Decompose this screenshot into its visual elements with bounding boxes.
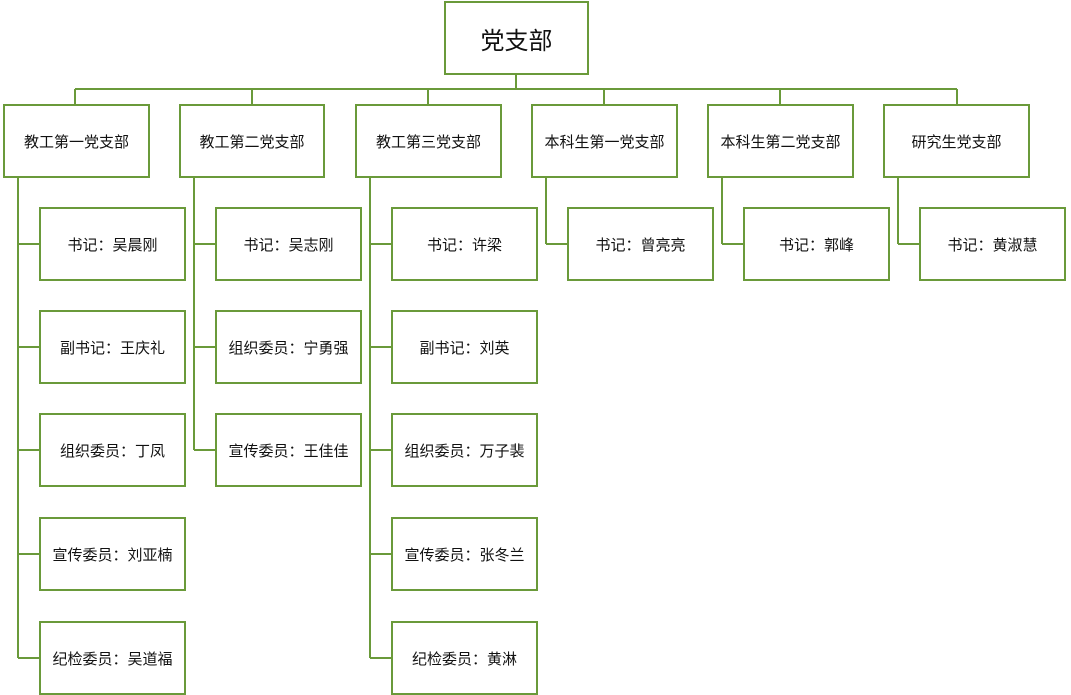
member-node: 组织委员：万子裴 bbox=[391, 413, 538, 487]
branch-node: 教工第三党支部 bbox=[355, 104, 502, 178]
member-node: 副书记：王庆礼 bbox=[39, 310, 186, 384]
member-node: 书记：许梁 bbox=[391, 207, 538, 281]
member-node: 组织委员：宁勇强 bbox=[215, 310, 362, 384]
branch-node: 研究生党支部 bbox=[883, 104, 1030, 178]
member-node: 书记：吴志刚 bbox=[215, 207, 362, 281]
member-node: 书记：黄淑慧 bbox=[919, 207, 1066, 281]
member-node: 副书记：刘英 bbox=[391, 310, 538, 384]
member-node: 宣传委员：刘亚楠 bbox=[39, 517, 186, 591]
branch-node: 教工第一党支部 bbox=[3, 104, 150, 178]
root-node: 党支部 bbox=[444, 1, 589, 75]
member-node: 组织委员：丁凤 bbox=[39, 413, 186, 487]
member-node: 宣传委员：王佳佳 bbox=[215, 413, 362, 487]
member-node: 书记：郭峰 bbox=[743, 207, 890, 281]
branch-node: 本科生第一党支部 bbox=[531, 104, 678, 178]
member-node: 书记：曾亮亮 bbox=[567, 207, 714, 281]
member-node: 书记：吴晨刚 bbox=[39, 207, 186, 281]
branch-node: 本科生第二党支部 bbox=[707, 104, 854, 178]
member-node: 宣传委员：张冬兰 bbox=[391, 517, 538, 591]
branch-node: 教工第二党支部 bbox=[179, 104, 325, 178]
member-node: 纪检委员：黄淋 bbox=[391, 621, 538, 695]
member-node: 纪检委员：吴道福 bbox=[39, 621, 186, 695]
